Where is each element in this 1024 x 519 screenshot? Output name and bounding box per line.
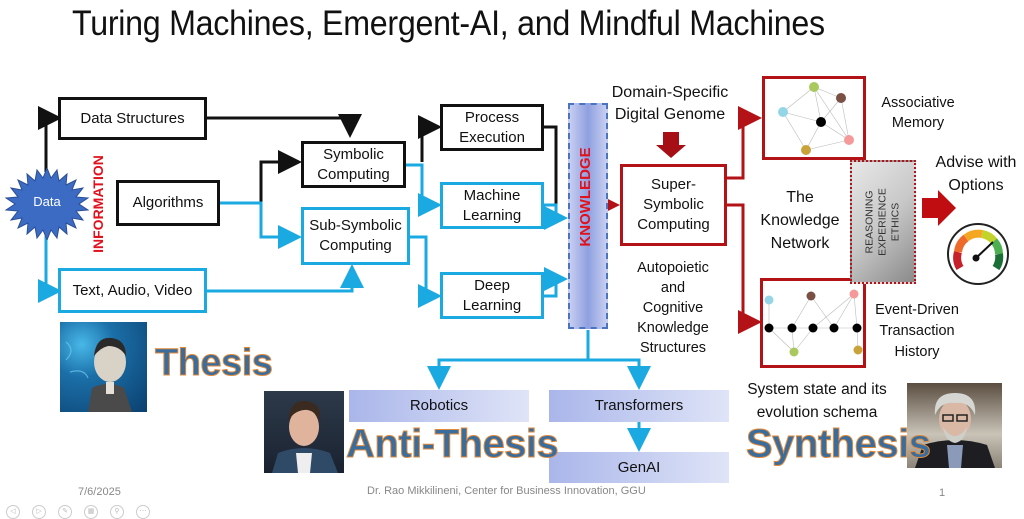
synthesis-label: Synthesis (745, 422, 931, 467)
genome-label: Domain-Specific Digital Genome (611, 84, 729, 123)
line-data-to-structures (38, 106, 62, 172)
line-symbolic-to-process (418, 115, 442, 162)
event-history-label: Event-Driven Transaction History (875, 302, 959, 360)
media-box: Text, Audio, Video (58, 268, 207, 313)
line-symbolic-to-ml (405, 163, 442, 217)
autopoietic-label: Autopoietic and Cognitive Knowledge Stru… (637, 260, 709, 356)
line-ml-to-knowledge (544, 203, 568, 230)
graph-node (764, 295, 774, 305)
slide-nav-toolbar: ◁ ▷ ✎ ▦ ⚲ ⋯ (6, 500, 162, 519)
knowledge-label: KNOWLEDGE (577, 147, 594, 247)
graph-node (816, 117, 826, 127)
graph-node (852, 323, 862, 333)
line-algorithms-to-symbolic (259, 150, 302, 203)
anti-thesis-label: Anti-Thesis (345, 422, 559, 467)
graph-node (836, 93, 846, 103)
data-label: Data (33, 194, 61, 209)
robotics-box: Robotics (349, 390, 529, 422)
graph-node (806, 291, 816, 301)
data-burst: Data (4, 166, 90, 242)
graph-node (789, 347, 799, 357)
advise-right-arrow (922, 190, 956, 226)
line-algorithms-to-subsymbolic (220, 201, 302, 249)
machine-learning-box: Machine Learning (440, 182, 544, 229)
associative-memory-graph (762, 76, 866, 160)
next-slide-icon[interactable]: ▷ (32, 505, 46, 519)
information-label: INFORMATION (90, 155, 106, 253)
graph-node (778, 107, 788, 117)
line-dl-to-knowledge (544, 267, 568, 298)
pen-icon[interactable]: ✎ (58, 505, 72, 519)
mikkilineni-portrait (907, 383, 1002, 468)
line-process-to-knowledge (544, 125, 558, 208)
transformers-box: Transformers (549, 390, 729, 422)
graph-node (764, 323, 774, 333)
knowledge-network-label: The Knowledge Network (760, 189, 840, 252)
altman-portrait (264, 391, 344, 473)
sub-symbolic-computing-box: Sub-Symbolic Computing (301, 207, 410, 265)
graph-node (801, 145, 811, 155)
more-options-icon[interactable]: ⋯ (136, 505, 150, 519)
graph-node (787, 323, 797, 333)
thesis-label: Thesis (154, 342, 273, 385)
genome-down-arrow (656, 132, 686, 158)
previous-slide-icon[interactable]: ◁ (6, 505, 20, 519)
associative-memory-label: Associative Memory (881, 95, 955, 131)
event-history-graph (760, 278, 866, 368)
footer-date: 7/6/2025 (78, 486, 121, 498)
genai-box: GenAI (549, 452, 729, 483)
line-structures-to-symbolic (206, 114, 362, 138)
line-supersymbolic-to-history (726, 203, 762, 334)
reasoning-experience-ethics-block: REASONING EXPERIENCE ETHICS (850, 160, 916, 284)
turing-portrait (60, 322, 147, 412)
zoom-icon[interactable]: ⚲ (110, 505, 124, 519)
symbolic-computing-box: Symbolic Computing (301, 141, 406, 188)
footer-author: Dr. Rao Mikkilineni, Center for Business… (367, 485, 646, 497)
graph-node (844, 135, 854, 145)
line-supersymbolic-to-memory (726, 106, 762, 180)
knowledge-column (568, 103, 608, 329)
slide-title: Turing Machines, Emergent-AI, and Mindfu… (72, 4, 825, 43)
super-symbolic-computing-box: Super- Symbolic Computing (620, 164, 727, 246)
graph-node (853, 345, 863, 355)
graph-node (849, 289, 859, 299)
process-execution-box: Process Execution (440, 104, 544, 151)
slides-grid-icon[interactable]: ▦ (84, 505, 98, 519)
graph-node (808, 323, 818, 333)
deep-learning-box: Deep Learning (440, 272, 544, 319)
footer-page-number: 1 (939, 487, 946, 499)
gauge-icon (946, 222, 1010, 286)
graph-node (809, 82, 819, 92)
advise-label: Advise with Options (935, 154, 1017, 194)
line-knowledge-to-branches (427, 330, 590, 390)
line-data-to-media (38, 236, 62, 303)
algorithms-box: Algorithms (116, 180, 220, 226)
graph-node (829, 323, 839, 333)
line-media-to-subsymbolic (206, 264, 364, 293)
system-state-label: System state and its evolution schema (747, 381, 887, 421)
line-subsymbolic-to-dl (410, 235, 442, 308)
data-structures-box: Data Structures (58, 97, 207, 140)
